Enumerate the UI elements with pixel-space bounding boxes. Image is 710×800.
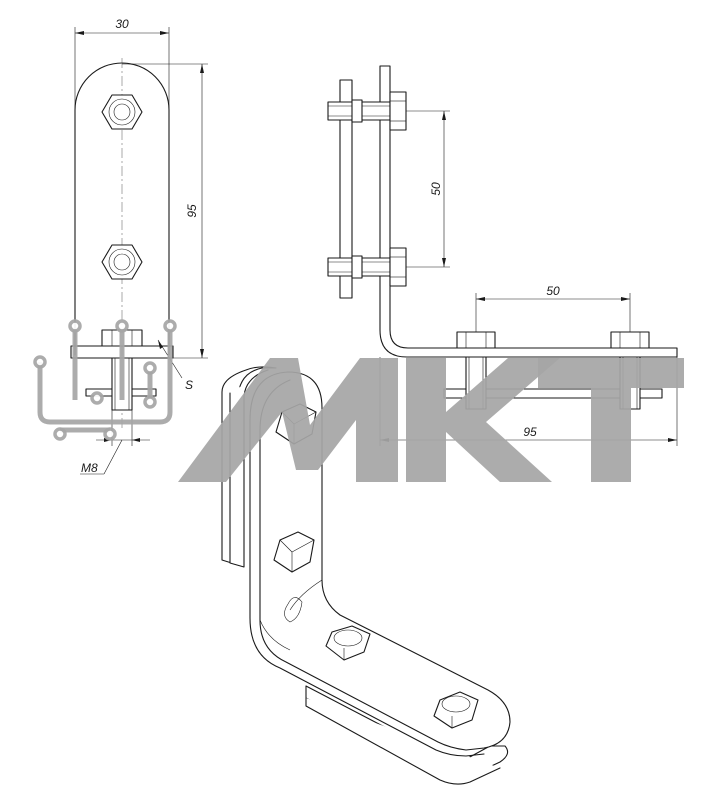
iso-hex-nut-3 [325, 625, 371, 661]
dimension-width-30: 30 [74, 17, 170, 110]
side-bolt-upper [327, 91, 407, 131]
iso-hex-nut-2 [273, 531, 315, 573]
watermark-letter-k [406, 358, 560, 482]
dim-label-thickness: S [185, 378, 193, 392]
dimension-horizontal-pitch-50: 50 [475, 284, 631, 332]
iso-bend-line-2 [289, 579, 323, 611]
side-bolt-lower [327, 247, 407, 287]
front-hex-nut-top [101, 94, 143, 130]
dim-label-vertical-pitch: 50 [429, 182, 443, 196]
watermark-logo [33, 319, 684, 482]
dim-label-bolt: M8 [81, 461, 98, 475]
iso-bend-line [259, 619, 291, 651]
dim-label-horizontal-pitch: 50 [546, 284, 560, 298]
iso-hex-nut-4 [433, 691, 479, 729]
dimension-vertical-pitch-50: 50 [406, 110, 450, 268]
side-angle-outline [379, 65, 678, 358]
front-hex-nut-middle [101, 244, 143, 280]
dim-label-height: 95 [185, 204, 199, 218]
watermark-letter-t [538, 358, 684, 482]
dimension-height-95: 95 [122, 63, 208, 359]
watermark-circuit-icon [33, 319, 177, 441]
side-clamp-plate-vertical [339, 79, 353, 299]
watermark-letter-m [178, 358, 398, 482]
front-view: 30 95 S M8 [70, 17, 208, 475]
iso-gusset-hole [284, 597, 303, 623]
iso-angle-thickness-edge [249, 419, 485, 757]
dim-label-width: 30 [115, 17, 129, 31]
iso-clamp-plate-horizontal-edge [305, 697, 501, 785]
thickness-leader: S [157, 339, 193, 392]
dim-label-length: 95 [523, 425, 537, 439]
